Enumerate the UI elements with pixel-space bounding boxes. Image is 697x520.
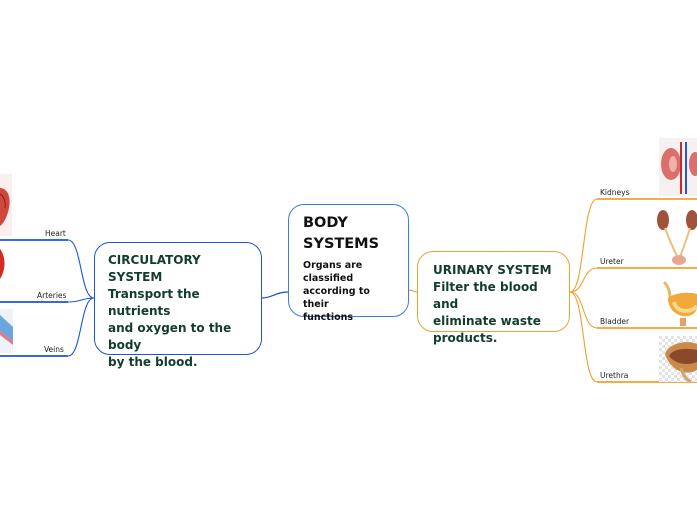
- circulatory-line3: nutrients: [108, 304, 171, 318]
- vein-image: [0, 309, 13, 353]
- branch-bladder: [569, 291, 598, 329]
- urinary-system-topic[interactable]: URINARY SYSTEM Filter the blood and elim…: [417, 251, 570, 345]
- central-subtitle-line4: functions: [303, 312, 354, 323]
- bladder-image: [660, 274, 697, 326]
- leaf-bladder[interactable]: Bladder: [600, 317, 630, 326]
- circulatory-line6: by the blood.: [108, 355, 198, 369]
- central-subtitle-line2: classified: [303, 273, 354, 284]
- urinary-line3: eliminate waste: [433, 314, 541, 328]
- urethra-image: [659, 336, 697, 382]
- central-title-line1: BODY: [303, 215, 348, 231]
- ureter-image: [652, 206, 697, 266]
- circulatory-line1: CIRCULATORY SYSTEM: [108, 253, 201, 284]
- connector-center-circulatory: [261, 291, 289, 299]
- urinary-line1: URINARY SYSTEM: [433, 263, 552, 277]
- circulatory-system-topic[interactable]: CIRCULATORY SYSTEM Transport the nutrien…: [94, 242, 262, 369]
- central-title-line2: SYSTEMS: [303, 236, 380, 252]
- kidneys-image: [659, 138, 697, 196]
- leaf-arteries[interactable]: Arteries: [37, 291, 67, 300]
- branch-kidneys: [569, 198, 598, 293]
- central-subtitle-line3: according to their: [303, 286, 370, 310]
- branch-veins: [67, 297, 95, 357]
- urinary-line2: Filter the blood and: [433, 280, 538, 311]
- leaf-kidneys[interactable]: Kidneys: [600, 188, 630, 197]
- branch-heart: [67, 239, 95, 299]
- urinary-line4: products.: [433, 331, 498, 345]
- leaf-veins[interactable]: Veins: [44, 345, 64, 354]
- connector-center-urinary: [408, 289, 418, 293]
- circulatory-line5: body: [108, 338, 142, 352]
- heart-image: [0, 174, 12, 236]
- branch-arteries: [67, 297, 95, 303]
- circulatory-line4: and oxygen to the: [108, 321, 232, 335]
- leaf-heart[interactable]: Heart: [45, 229, 66, 238]
- central-topic[interactable]: BODY SYSTEMS Organs are classified accor…: [288, 204, 409, 323]
- central-subtitle-line1: Organs are: [303, 260, 363, 271]
- leaf-urethra[interactable]: Urethra: [600, 371, 629, 380]
- circulatory-line2: Transport the: [108, 287, 200, 301]
- artery-image: [0, 245, 6, 300]
- leaf-ureter[interactable]: Ureter: [600, 257, 624, 266]
- branch-ureter: [569, 267, 598, 293]
- branch-urethra: [569, 291, 598, 383]
- central-subtitle: Organs are classified according to their…: [303, 259, 398, 324]
